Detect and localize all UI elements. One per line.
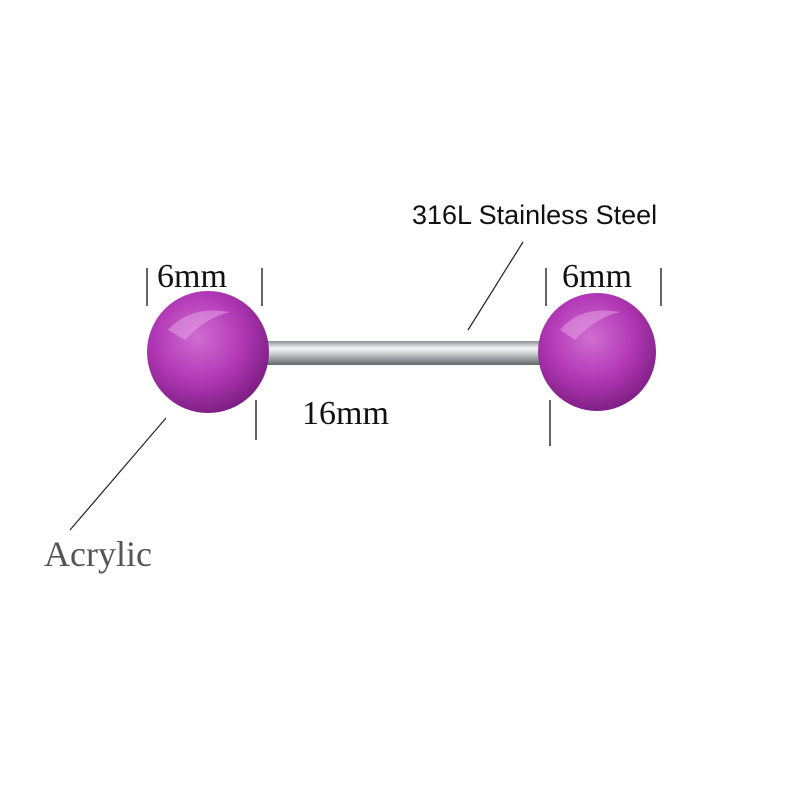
steel-leader-line [467, 241, 524, 331]
acrylic-leader-line [69, 417, 167, 531]
left-ball [147, 291, 269, 413]
bar-length-label: 16mm [302, 395, 389, 432]
ball-material-label: Acrylic [44, 534, 152, 574]
bar-material-label: 316L Stainless Steel [412, 200, 658, 230]
right-ball-highlight [560, 310, 620, 340]
right-ball-size-label: 6mm [562, 258, 632, 295]
right-ball [538, 293, 656, 411]
left-ball-highlight [168, 310, 230, 340]
left-ball-size-label: 6mm [157, 258, 227, 295]
steel-bar [258, 341, 552, 365]
